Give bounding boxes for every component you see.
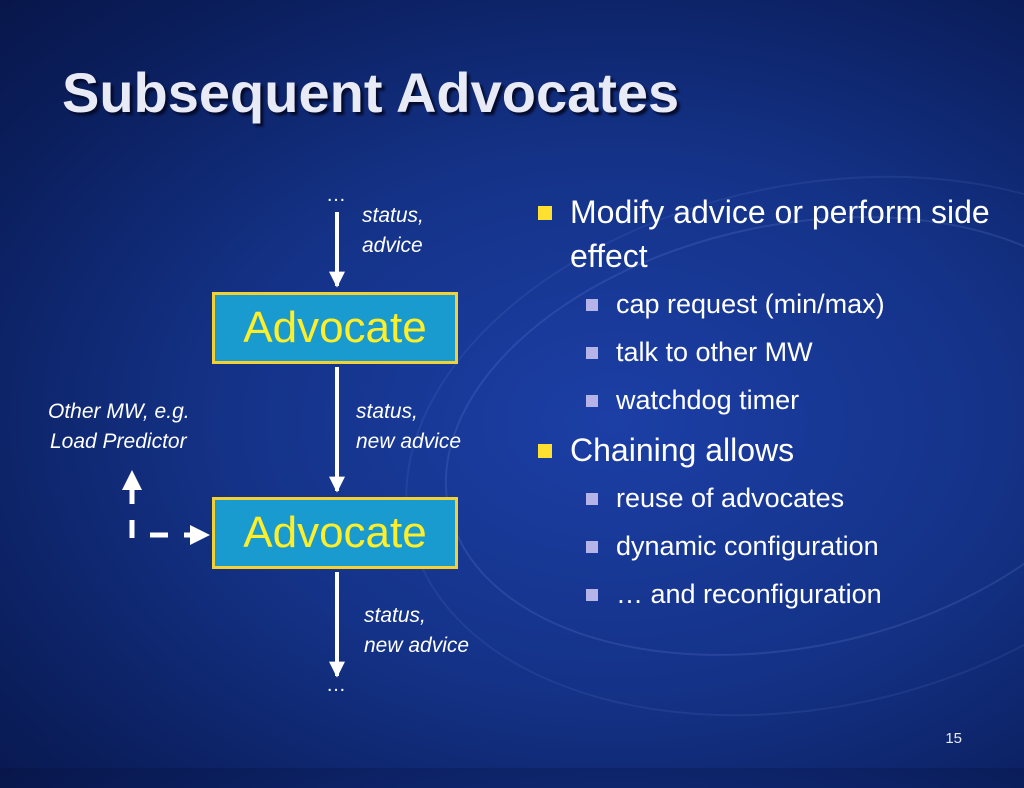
sub-bullet: cap request (min/max) xyxy=(536,280,1006,328)
mid-label-line2: new advice xyxy=(356,430,462,453)
sub-bullet-text: cap request (min/max) xyxy=(616,289,885,319)
slide-title: Subsequent Advocates xyxy=(62,61,680,124)
mid-label-line1: status, xyxy=(356,400,418,423)
sub-bullet: dynamic configuration xyxy=(536,522,1006,570)
sub-bullet: talk to other MW xyxy=(536,328,1006,376)
sub-bullet-text: reuse of advocates xyxy=(616,483,845,513)
sub-bullet-square-icon xyxy=(586,299,598,311)
bullet-chaining-allows: Chaining allows xyxy=(536,428,1006,472)
output-label-line1: status, xyxy=(364,604,426,627)
top-ellipsis: … xyxy=(326,184,346,206)
other-mw-label-line2: Load Predictor xyxy=(50,430,187,453)
bottom-ellipsis: … xyxy=(326,674,346,696)
sub-bullet-square-icon xyxy=(586,347,598,359)
other-mw-label-line1: Other MW, e.g. xyxy=(48,400,190,423)
bullet-text: Chaining allows xyxy=(570,432,795,468)
sub-bullet-square-icon xyxy=(586,493,598,505)
sub-bullet: reuse of advocates xyxy=(536,474,1006,522)
bullet-square-icon xyxy=(538,444,552,458)
sub-bullet-square-icon xyxy=(586,589,598,601)
page-number: 15 xyxy=(945,730,962,747)
diagram-arrows xyxy=(122,271,345,678)
bullet-text: Modify advice or perform side effect xyxy=(570,194,990,274)
sub-bullet: … and reconfiguration xyxy=(536,570,1006,618)
advocate-box-2: Advocate xyxy=(212,497,458,569)
sub-bullet-square-icon xyxy=(586,395,598,407)
sub-bullet-text: watchdog timer xyxy=(616,385,800,415)
sub-bullet-square-icon xyxy=(586,541,598,553)
sub-bullet-text: dynamic configuration xyxy=(616,531,879,561)
input-label-line2: advice xyxy=(362,234,423,257)
bullet-square-icon xyxy=(538,206,552,220)
bullet-modify-advice: Modify advice or perform side effect xyxy=(536,190,1006,278)
input-label-line1: status, xyxy=(362,204,424,227)
advocate-box-1: Advocate xyxy=(212,292,458,364)
bullet-list: Modify advice or perform side effect cap… xyxy=(536,190,1006,618)
sub-bullet: watchdog timer xyxy=(536,376,1006,424)
output-label-line2: new advice xyxy=(364,634,470,657)
sub-bullet-text: talk to other MW xyxy=(616,337,813,367)
sub-bullet-text: … and reconfiguration xyxy=(616,579,882,609)
